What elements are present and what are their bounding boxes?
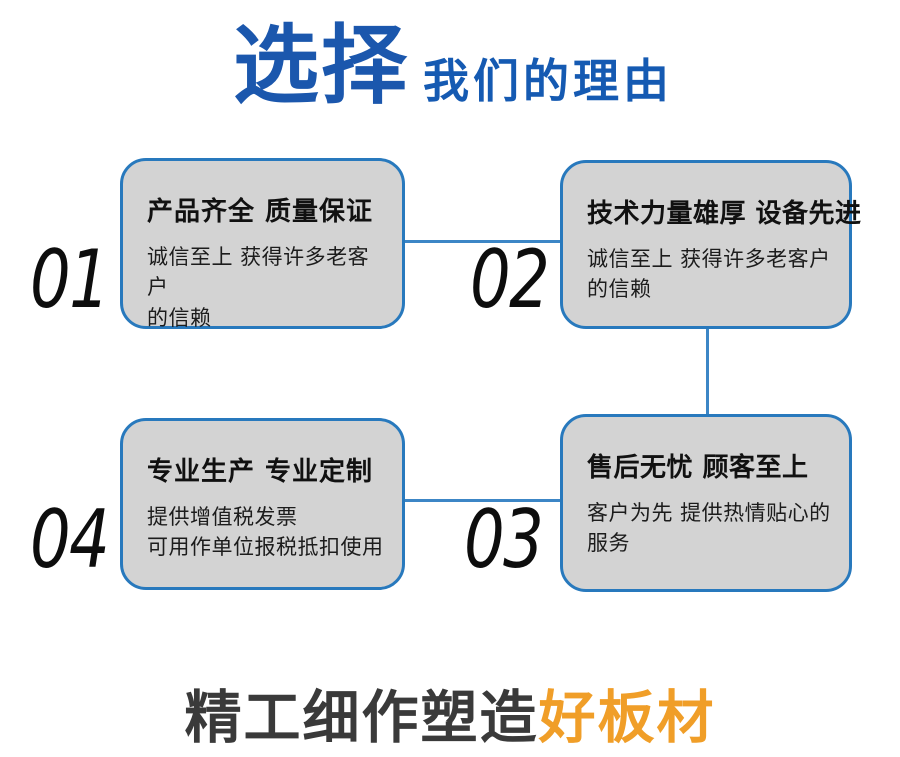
feature-card-customization: 专业生产 专业定制 提供增值税发票 可用作单位报税抵扣使用 <box>120 418 405 590</box>
feature-card-products: 产品齐全 质量保证 诚信至上 获得许多老客户 的信赖 <box>120 158 405 330</box>
footer-slogan-dark: 精工细作塑造 <box>184 685 539 751</box>
feature-card-title: 产品齐全 质量保证 <box>147 197 374 227</box>
feature-card-description: 诚信至上 获得许多老客户 的信赖 <box>147 245 370 330</box>
feature-card-title: 专业生产 专业定制 <box>147 457 374 487</box>
connector-top-horizontal <box>404 240 561 243</box>
feature-card-technology: 技术力量雄厚 设备先进 诚信至上 获得许多老客户 的信赖 <box>560 160 862 329</box>
step-number-04: 04 <box>30 493 110 586</box>
feature-card-description: 诚信至上 获得许多老客户 的信赖 <box>587 247 831 302</box>
footer-slogan: 精工细作塑造好板材 <box>0 672 900 754</box>
step-number-03: 03 <box>464 493 544 586</box>
step-number-01: 01 <box>30 233 110 326</box>
feature-card-description: 提供增值税发票 可用作单位报税抵扣使用 <box>147 505 384 560</box>
feature-card-description: 客户为先 提供热情贴心的 服务 <box>587 501 831 556</box>
page-title-sub: 我们的理由 <box>423 54 673 109</box>
feature-card-title: 售后无忧 顾客至上 <box>587 453 809 483</box>
page-title-main: 选择 <box>233 16 409 116</box>
feature-card-title: 技术力量雄厚 设备先进 <box>587 199 862 229</box>
connector-bottom-horizontal <box>404 499 561 502</box>
footer-slogan-accent: 好板材 <box>538 685 716 751</box>
feature-card-aftersales: 售后无忧 顾客至上 客户为先 提供热情贴心的 服务 <box>560 414 852 592</box>
step-number-02: 02 <box>470 233 550 326</box>
connector-vertical <box>706 329 709 415</box>
page-title: 选择 我们的理由 <box>233 16 673 116</box>
